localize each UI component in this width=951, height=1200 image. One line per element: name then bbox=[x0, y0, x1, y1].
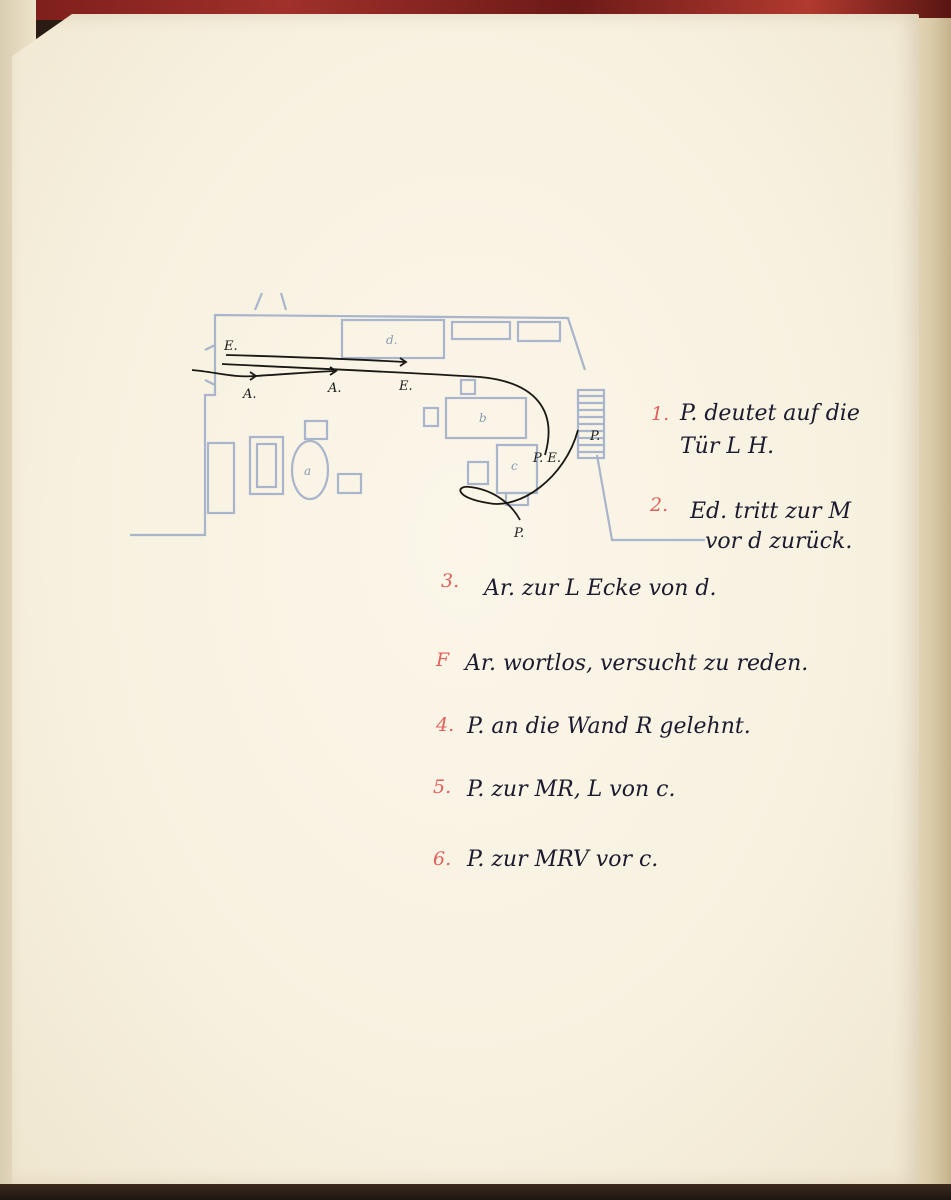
door-left bbox=[204, 379, 216, 386]
note-f: F Ar. wortlos, versucht zu reden. bbox=[435, 649, 808, 676]
manuscript-page bbox=[12, 14, 919, 1186]
door-mark bbox=[279, 292, 288, 311]
chair bbox=[303, 419, 329, 441]
route-ar bbox=[191, 369, 336, 378]
chair bbox=[466, 460, 490, 486]
label-ed-2: E. bbox=[398, 379, 413, 394]
label-furniture-c: c bbox=[511, 459, 518, 473]
label-pe: P. E. bbox=[532, 451, 561, 466]
note-1: 1. P. deutet auf die Tür L H. bbox=[651, 401, 860, 459]
furniture-a bbox=[290, 439, 330, 501]
note-2: 2. Ed. tritt zur M vor d zurück. bbox=[649, 494, 852, 554]
note-number: 4. bbox=[435, 714, 454, 736]
note-line: P. zur MR, L von c. bbox=[466, 777, 675, 802]
route-ed bbox=[225, 354, 406, 363]
label-furniture-b: b bbox=[479, 411, 487, 425]
note-5: 5. P. zur MR, L von c. bbox=[433, 776, 675, 802]
stage-direction-notes: 1. P. deutet auf die Tür L H. 2. Ed. tri… bbox=[433, 401, 860, 872]
radiator-stripes bbox=[578, 394, 604, 454]
chair bbox=[336, 472, 363, 495]
note-line: P. deutet auf die bbox=[679, 401, 860, 426]
note-line: Tür L H. bbox=[680, 434, 774, 459]
note-number: 6. bbox=[433, 848, 451, 870]
note-line: Ar. zur L Ecke von d. bbox=[482, 576, 716, 601]
route-pe bbox=[459, 429, 579, 521]
note-number: F bbox=[435, 649, 450, 671]
note-line: P. an die Wand R gelehnt. bbox=[466, 714, 751, 739]
label-ar-1: A. bbox=[242, 387, 257, 402]
note-line: P. zur MRV vor c. bbox=[466, 847, 658, 872]
wall-outline bbox=[130, 313, 587, 537]
furniture-d bbox=[340, 318, 446, 360]
chair bbox=[504, 491, 530, 507]
note-4: 4. P. an die Wand R gelehnt. bbox=[435, 714, 751, 739]
label-ar-2: A. bbox=[327, 381, 342, 396]
note-number: 5. bbox=[433, 776, 451, 798]
movement-routes: E. A. A. E. P. P. E. P. bbox=[191, 339, 600, 541]
sofa bbox=[248, 435, 285, 496]
label-furniture-d: d. bbox=[386, 333, 398, 347]
stage-plan-diagram: d. b c a bbox=[130, 292, 705, 542]
note-number: 2. bbox=[649, 494, 668, 516]
note-line: Ar. wortlos, versucht zu reden. bbox=[463, 651, 808, 676]
note-number: 1. bbox=[651, 403, 669, 425]
door-left bbox=[204, 344, 216, 351]
sofa-inner bbox=[255, 442, 278, 489]
route-arrow bbox=[329, 366, 338, 376]
label-p-wall: P. bbox=[589, 429, 600, 444]
route-p bbox=[221, 363, 550, 456]
right-wall bbox=[595, 454, 705, 542]
furniture-b bbox=[444, 396, 528, 440]
note-3: 3. Ar. zur L Ecke von d. bbox=[441, 570, 716, 601]
chair bbox=[422, 406, 440, 428]
label-furniture-a: a bbox=[304, 464, 311, 478]
bench bbox=[206, 441, 236, 515]
note-6: 6. P. zur MRV vor c. bbox=[433, 847, 658, 872]
chair bbox=[459, 378, 477, 396]
route-arrow bbox=[399, 357, 408, 367]
shelf-rect bbox=[450, 320, 512, 341]
route-arrow bbox=[249, 371, 258, 381]
door-mark bbox=[253, 292, 264, 311]
note-line: Ed. tritt zur M bbox=[689, 499, 851, 524]
label-ed-start: E. bbox=[223, 339, 238, 354]
note-line: vor d zurück. bbox=[705, 529, 852, 554]
bottom-cover-edge bbox=[0, 1184, 951, 1200]
label-p-end: P. bbox=[513, 526, 524, 541]
shelf-rect bbox=[516, 320, 562, 343]
note-number: 3. bbox=[441, 570, 459, 592]
